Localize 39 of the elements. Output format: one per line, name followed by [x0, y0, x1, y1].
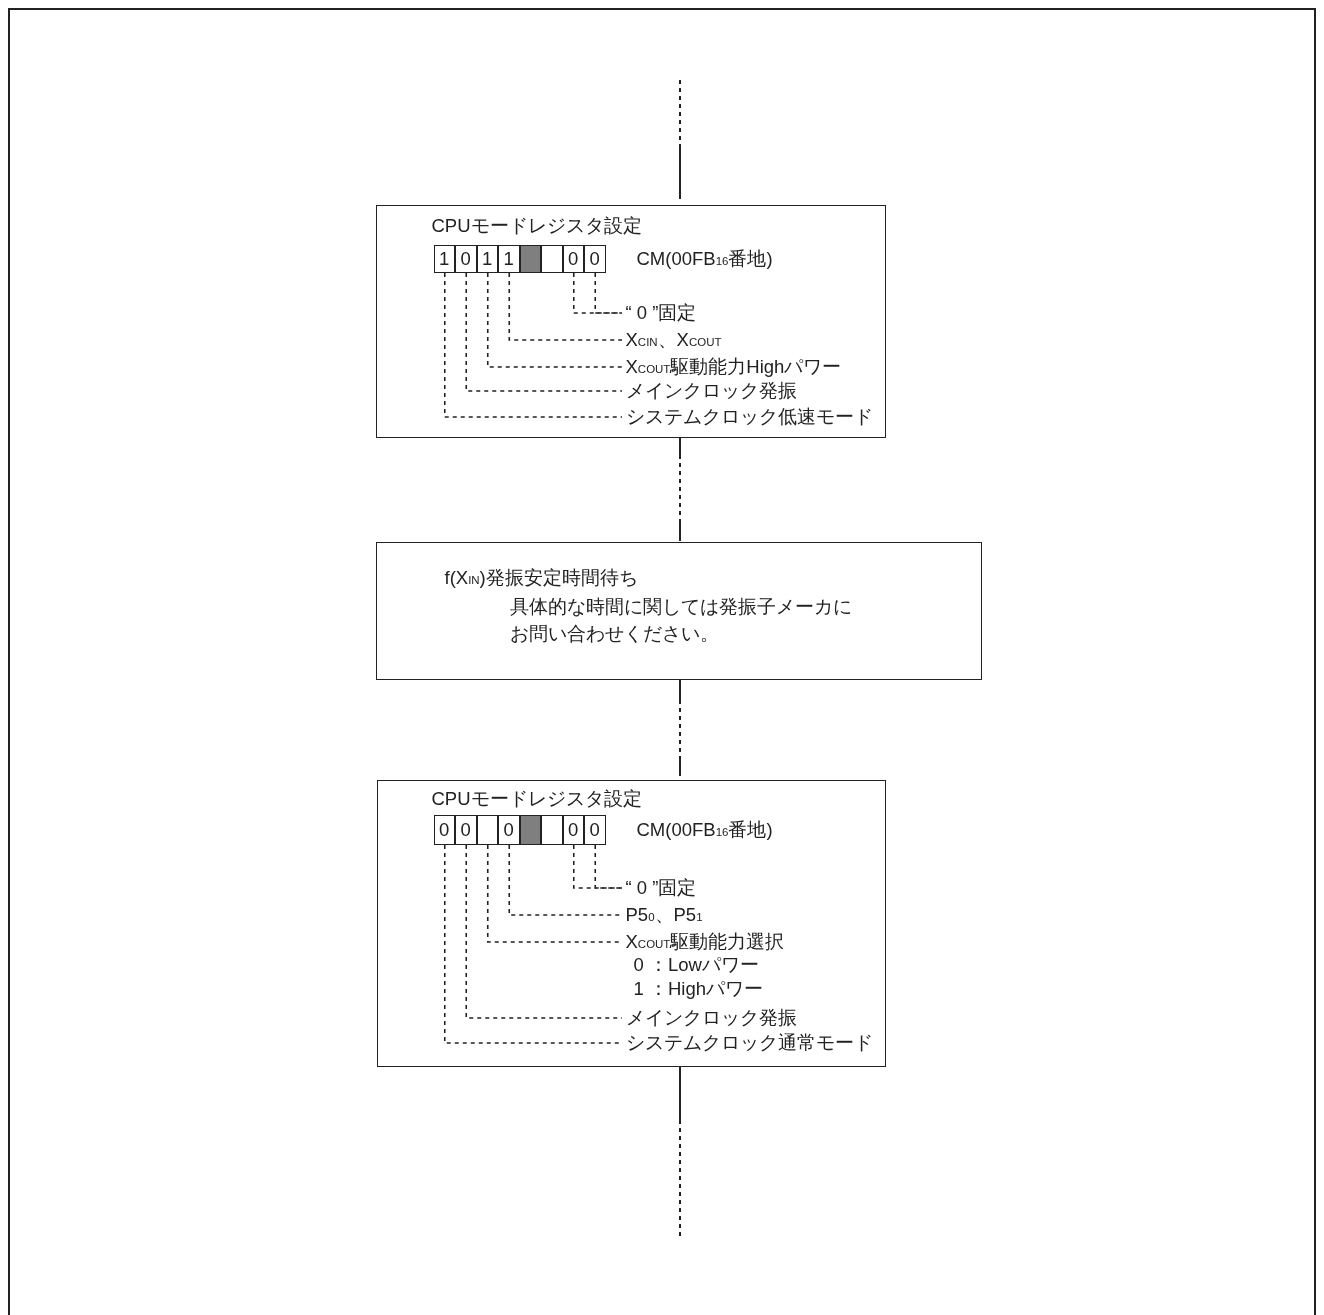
register-bit: 0: [433, 814, 455, 845]
register-bit: 1: [476, 244, 498, 273]
option-label: 1 ：Highパワー: [632, 977, 764, 1001]
blank-bit: [541, 244, 563, 273]
register-bit: 1: [433, 244, 455, 273]
process-box: [376, 205, 886, 438]
bit-label: システムクロック通常モード: [621, 1031, 873, 1054]
bit-label: “ 0 ”固定: [621, 876, 697, 899]
register-bit: 0: [584, 814, 606, 845]
box-heading: CPUモードレジスタ設定: [431, 214, 642, 237]
leader-line: [594, 272, 623, 314]
register-bit: 0: [498, 814, 520, 845]
flow-line: [679, 437, 681, 543]
option-label: 0 ：Lowパワー: [632, 954, 760, 977]
bit-label: メインクロック発振: [621, 379, 797, 402]
reserved-bit: [519, 814, 541, 845]
reserved-bit: [519, 244, 541, 273]
box-note: 具体的な時間に関しては発振子メーカにお問い合わせください。: [509, 594, 853, 646]
process-box: [377, 780, 886, 1067]
register-bit: 1: [498, 244, 520, 273]
leader-line: [594, 844, 623, 889]
process-box: [376, 542, 982, 680]
leader-line: [572, 844, 623, 889]
register-bit: 0: [562, 814, 584, 845]
leader-line: [486, 272, 623, 368]
register-bit: 0: [584, 244, 606, 273]
blank-bit: [541, 814, 563, 845]
register-bit: 0: [562, 244, 584, 273]
box-heading: CPUモードレジスタ設定: [431, 787, 642, 810]
leader-line: [465, 844, 623, 1019]
bit-label: メインクロック発振: [621, 1006, 797, 1029]
leader-line: [443, 272, 623, 418]
blank-bit: [476, 814, 498, 845]
bit-label: “ 0 ”固定: [621, 301, 697, 324]
register-bit: 0: [455, 244, 477, 273]
bit-label: システムクロック低速モード: [621, 405, 873, 428]
register-bit: 0: [455, 814, 477, 845]
leader-line: [508, 272, 623, 341]
leader-line: [465, 272, 623, 392]
